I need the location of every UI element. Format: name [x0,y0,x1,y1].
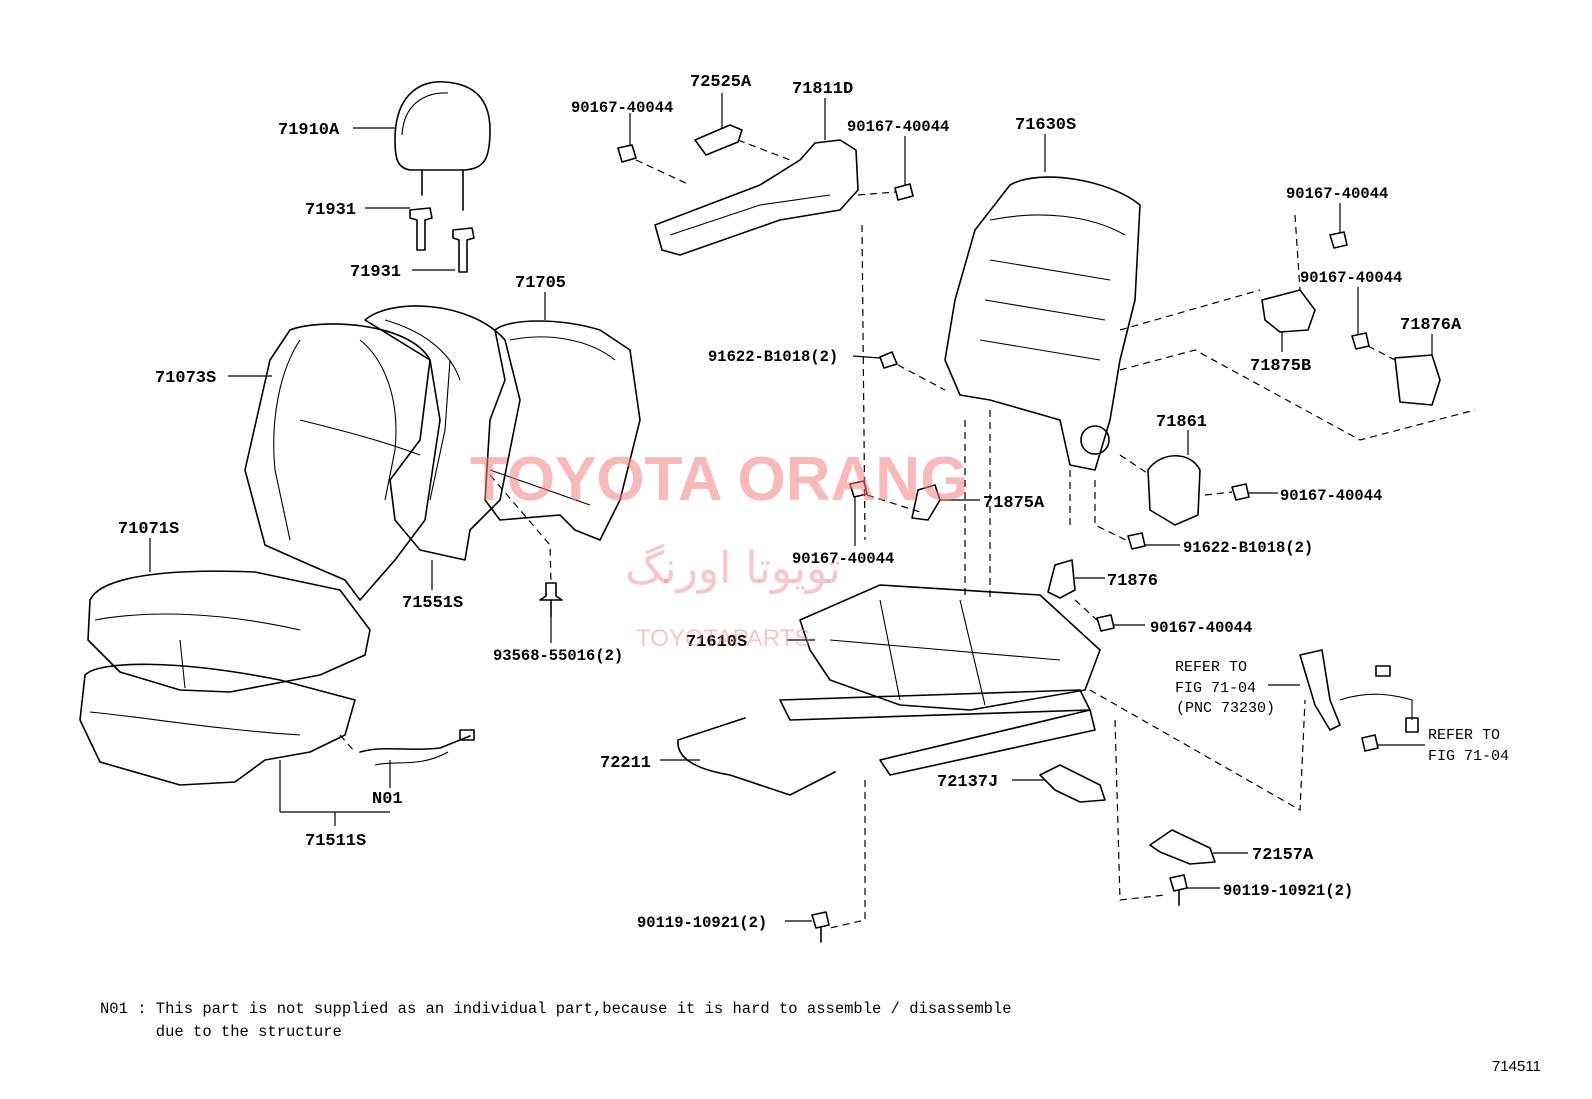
bracket-71875A [911,484,941,521]
label-71811D: 71811D [792,80,853,99]
ref2-line2: FIG 71-04 [1428,748,1509,765]
cover-72157A [1149,829,1216,865]
bolts-upper [617,144,914,369]
watermark-persian: تویوتا اورنگ [625,543,841,594]
label-71511S: 71511S [305,832,366,851]
label-72137J: 72137J [937,773,998,792]
label-71551S: 71551S [402,594,463,613]
label-90167-40044-e: 90167-40044 [1280,487,1382,505]
label-71910A: 71910A [278,121,340,140]
figure-number: 714511 [1492,1058,1541,1075]
label-90167-40044-c: 90167-40044 [1286,185,1388,203]
seat-cushion-pad-71511S [79,663,356,786]
reference-notes: REFER TO FIG 71-04 (PNC 73230) REFER TO … [1175,659,1509,765]
wire-72211 [677,717,836,796]
label-71931-a: 71931 [305,201,356,220]
label-71610S: 71610S [686,633,747,652]
label-71630S: 71630S [1015,116,1076,135]
assembly-dashed-lines [339,139,1476,929]
label-90167-40044-b: 90167-40044 [847,118,949,136]
part-labels: 71910A 71931 71931 71705 71073S 71071S 7… [118,73,1462,932]
shield-71811D [654,139,859,256]
ref1-line1: REFER TO [1175,659,1247,676]
bolts-lower [811,874,1188,943]
label-91622-B1018-a: 91622-B1018(2) [708,348,838,366]
label-71875B: 71875B [1250,357,1311,376]
label-91622-B1018-b: 91622-B1018(2) [1183,539,1313,557]
knob-72525A [694,124,743,156]
label-90167-40044-f: 90167-40044 [792,550,894,568]
watermark: TOYOTA ORANG تویوتا اورنگ TOYOTAPARTS [470,445,968,652]
watermark-latin: TOYOTA ORANG [470,445,968,514]
label-90119-10921-a: 90119-10921(2) [1223,882,1353,900]
recliner-cover-71876A [1394,354,1441,406]
footnote-line1: N01 : This part is not supplied as an in… [100,1000,1012,1018]
label-90167-40044-a: 90167-40044 [571,99,673,117]
seatback-board-71705 [484,320,641,541]
headrest-support-71931 [409,207,475,273]
seatbelt-buckle [1299,649,1419,752]
label-71876A: 71876A [1400,316,1462,335]
watermark-sub: TOYOTAPARTS [636,625,810,652]
label-N01: N01 [372,790,403,809]
seatback-cover-71073S [244,323,441,601]
footnote-line2: due to the structure [100,1023,342,1041]
seat-frame-71610S [779,584,1101,776]
label-71861: 71861 [1156,413,1207,432]
label-71876: 71876 [1107,572,1158,591]
label-72211: 72211 [600,754,651,773]
label-90167-40044-g: 90167-40044 [1150,619,1252,637]
ref1-line2: FIG 71-04 [1175,680,1256,697]
label-71705: 71705 [515,274,566,293]
cover-72137J [1039,764,1106,803]
ref2-line1: REFER TO [1428,727,1500,744]
label-93568-55016: 93568-55016(2) [493,647,623,665]
seatback-pad-71551S [364,305,521,561]
ref1-line3: (PNC 73230) [1176,700,1275,717]
clip-93568 [539,582,563,617]
label-71071S: 71071S [118,520,179,539]
label-90167-40044-d: 90167-40044 [1300,269,1402,287]
bracket-71876 [1047,559,1076,599]
label-71073S: 71073S [155,369,216,388]
seatback-frame-71630S [944,176,1141,471]
headrest-71910A [394,80,491,211]
label-72525A: 72525A [690,73,752,92]
wire-harness-N01 [359,729,475,766]
label-71875A: 71875A [983,494,1045,513]
label-72157A: 72157A [1252,846,1314,865]
seat-cushion-cover-71071S [87,570,371,693]
recliner-cover-71875B [1261,289,1316,333]
label-71931-b: 71931 [350,263,401,282]
cover-71861 [1147,455,1201,526]
label-90119-10921-b: 90119-10921(2) [637,914,767,932]
leader-lines [149,93,1433,922]
